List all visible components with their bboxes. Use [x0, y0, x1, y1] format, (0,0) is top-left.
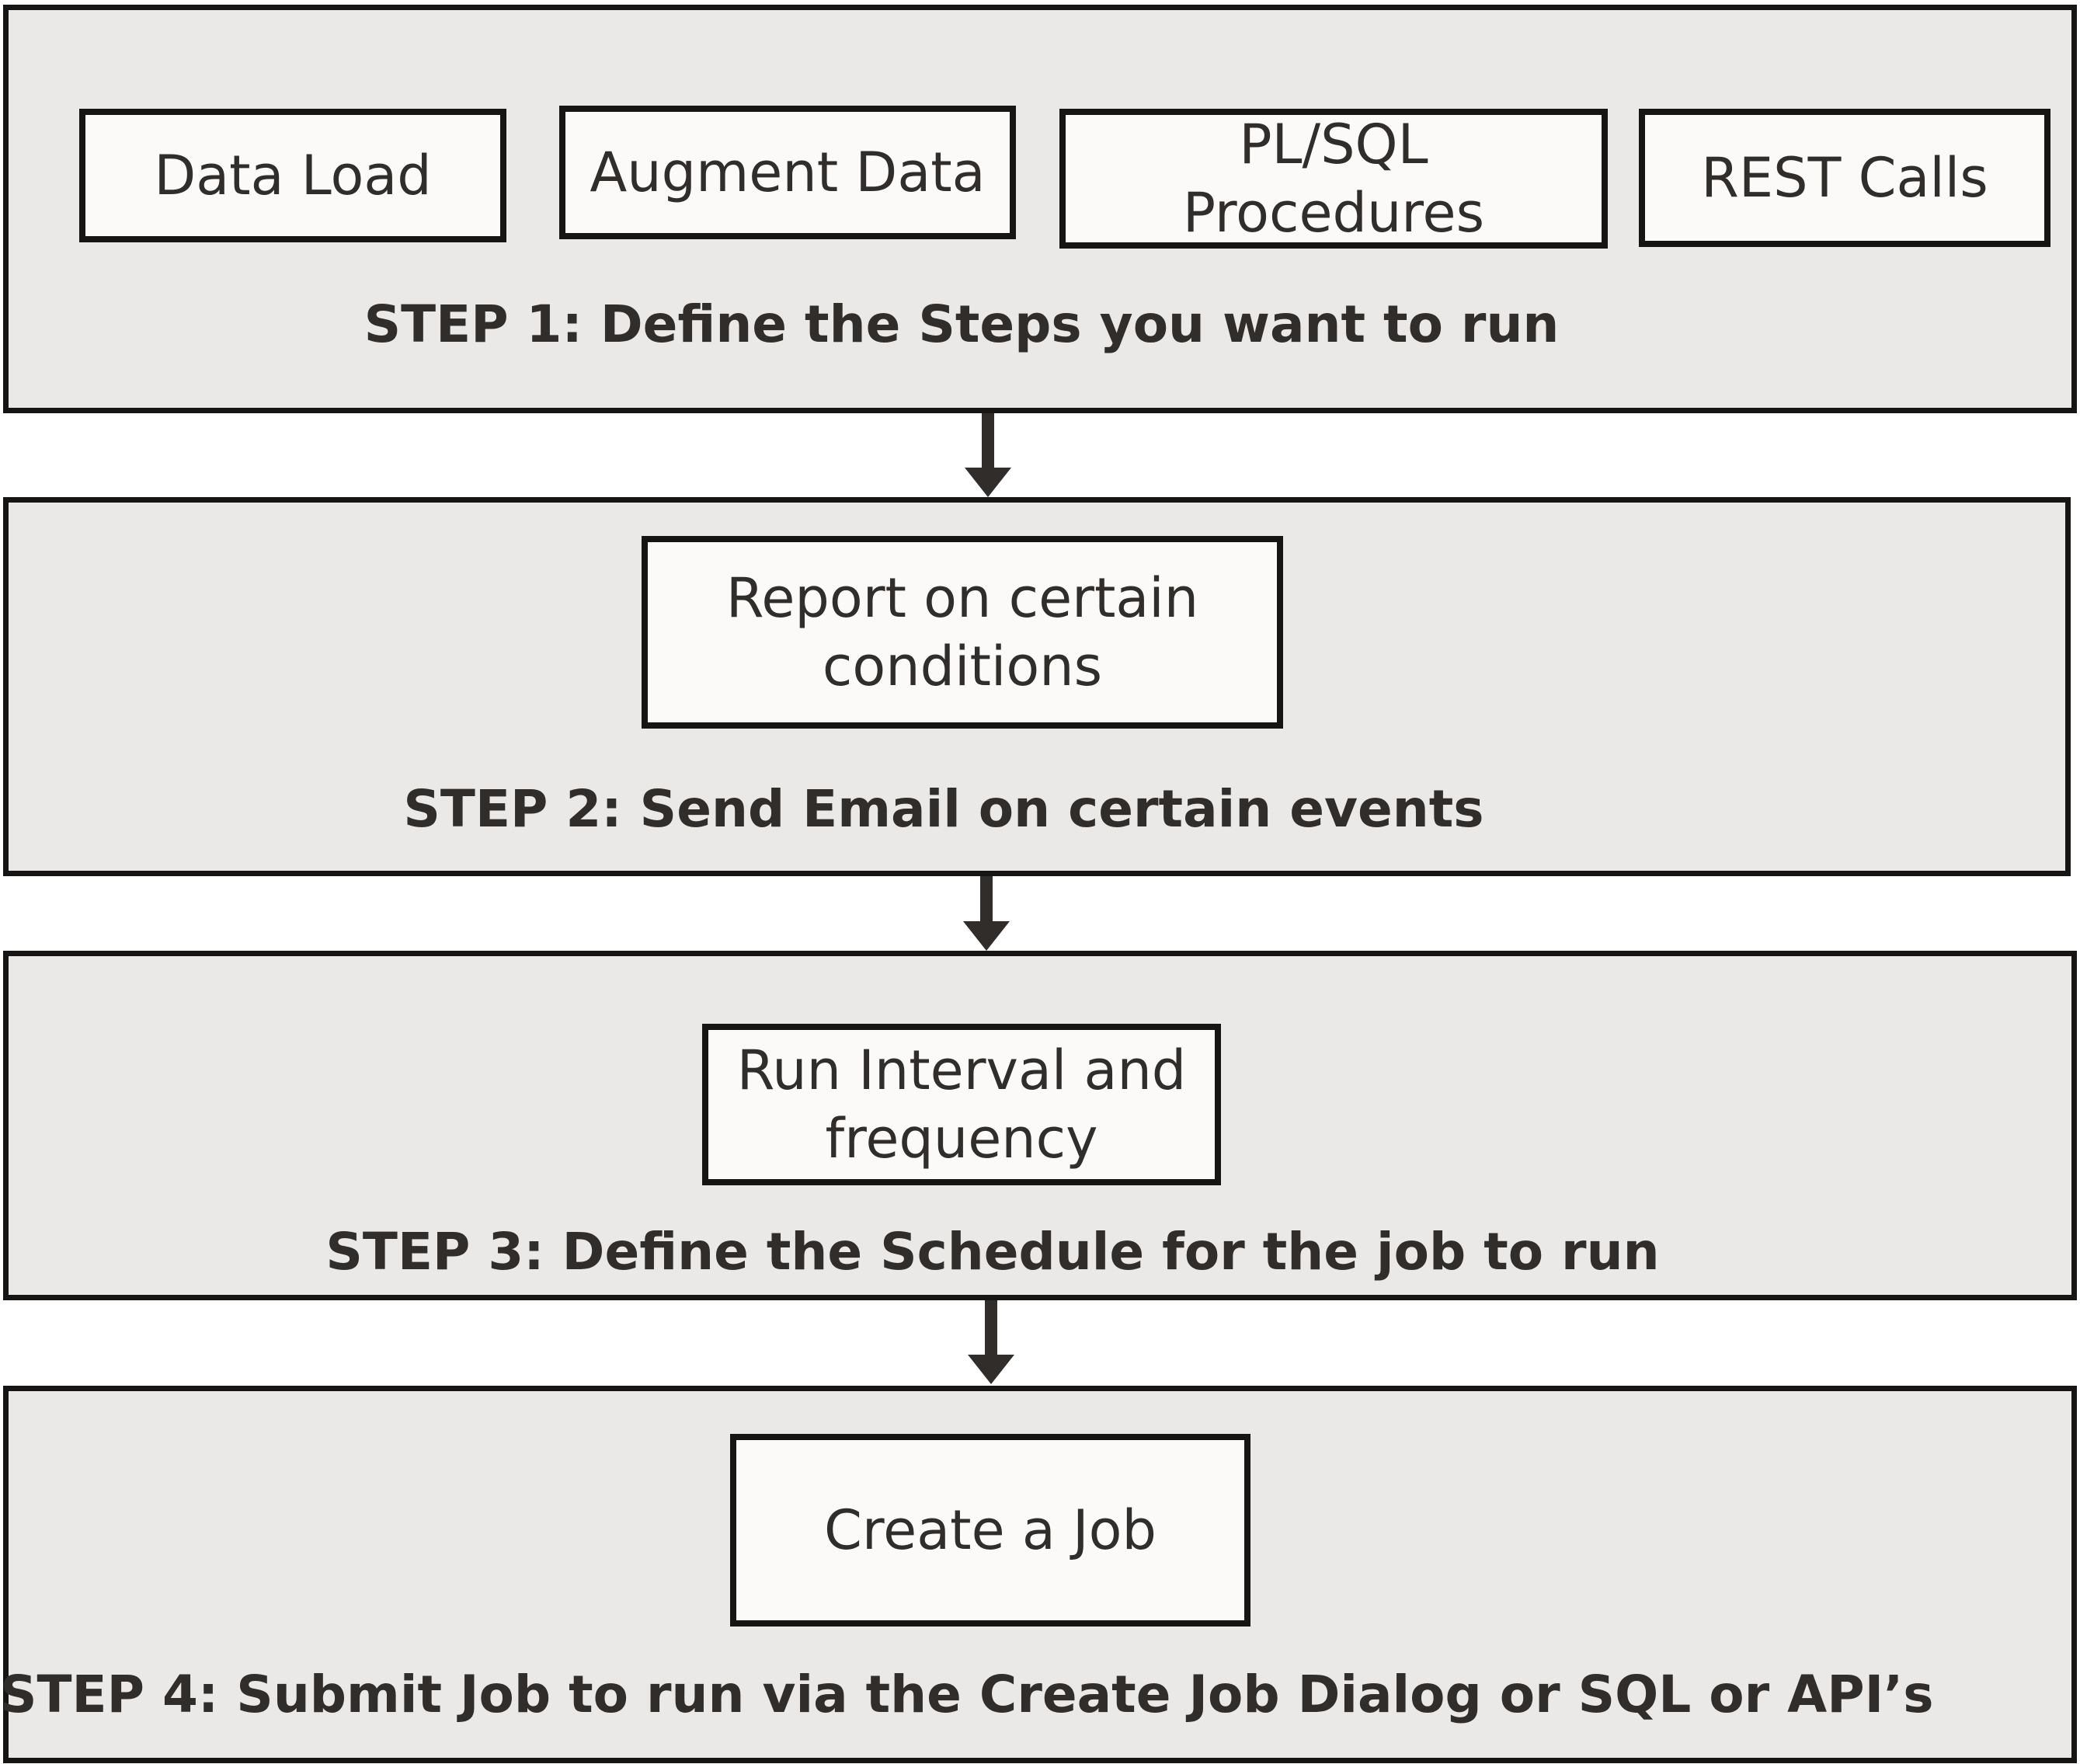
step-4-title: STEP 4: Submit Job to run via the Create…	[0, 1665, 1934, 1724]
plsql-procedures-box: PL/SQL Procedures	[1059, 109, 1608, 249]
step-3-title: STEP 3: Define the Schedule for the job …	[325, 1222, 1660, 1282]
rest-calls-label: REST Calls	[1701, 146, 1988, 210]
arrow-step1-to-step2	[965, 413, 1011, 499]
data-load-label: Data Load	[154, 144, 432, 207]
create-job-label: Create a Job	[824, 1498, 1157, 1562]
create-job-box: Create a Job	[730, 1434, 1250, 1627]
arrow-step2-to-step3	[963, 876, 1010, 952]
step-1-title: STEP 1: Define the Steps you want to run	[363, 294, 1560, 354]
augment-data-label: Augment Data	[590, 141, 986, 204]
arrow-step3-to-step4	[968, 1300, 1014, 1386]
run-interval-label: Run Interval and frequency	[736, 1039, 1187, 1171]
plsql-procedures-label: PL/SQL Procedures	[1182, 113, 1485, 245]
report-conditions-box: Report on certain conditions	[642, 536, 1283, 729]
step-2-title: STEP 2: Send Email on certain events	[403, 779, 1484, 839]
run-interval-box: Run Interval and frequency	[702, 1024, 1221, 1185]
report-conditions-label: Report on certain conditions	[725, 566, 1199, 698]
rest-calls-box: REST Calls	[1639, 109, 2050, 247]
data-load-box: Data Load	[79, 109, 506, 242]
augment-data-box: Augment Data	[559, 106, 1016, 239]
